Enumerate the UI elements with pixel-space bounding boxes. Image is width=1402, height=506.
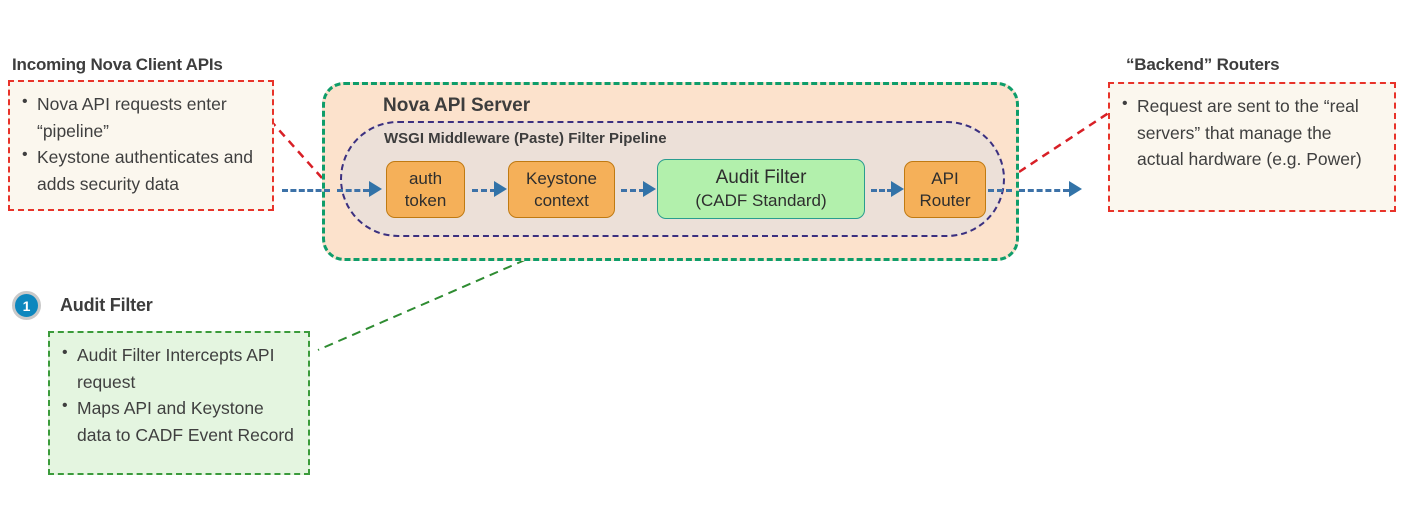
- callout-number-badge: 1: [12, 291, 41, 320]
- right-panel-callout: Request are sent to the “real servers” t…: [1108, 82, 1396, 212]
- left-panel-callout: Nova API requests enter “pipeline” Keyst…: [8, 80, 274, 211]
- filter-label-line2: Router: [919, 190, 971, 210]
- nova-api-server-title: Nova API Server: [383, 95, 531, 116]
- filter-box-auth-token[interactable]: auth token: [386, 161, 465, 218]
- right-panel-bullet-list: Request are sent to the “real servers” t…: [1120, 92, 1382, 173]
- right-panel-heading: “Backend” Routers: [1126, 55, 1280, 74]
- list-item: Maps API and Keystone data to CADF Event…: [60, 394, 296, 448]
- filter-label-line1: Audit Filter: [715, 166, 807, 188]
- wsgi-pipeline-title: WSGI Middleware (Paste) Filter Pipeline: [384, 130, 667, 147]
- connector-left-red: [269, 119, 323, 179]
- flow-arrow-3-segment: [871, 189, 893, 192]
- flow-arrow-in-segment-b: [337, 189, 369, 192]
- filter-label-line2: (CADF Standard): [695, 191, 827, 211]
- filter-box-audit-filter[interactable]: Audit Filter (CADF Standard): [657, 159, 865, 219]
- left-panel-heading: Incoming Nova Client APIs: [12, 55, 223, 74]
- filter-label-line2: token: [404, 190, 447, 210]
- list-item: Audit Filter Intercepts API request: [60, 341, 296, 395]
- flow-arrow-out-segment-a: [988, 189, 1012, 192]
- filter-box-api-router[interactable]: API Router: [904, 161, 986, 218]
- flow-arrow-1-head: [494, 181, 507, 197]
- left-panel-bullet-list: Nova API requests enter “pipeline” Keyst…: [20, 90, 260, 197]
- list-item: Keystone authenticates and adds security…: [20, 143, 260, 197]
- list-item: Request are sent to the “real servers” t…: [1120, 92, 1382, 173]
- flow-arrow-3-head: [891, 181, 904, 197]
- flow-arrow-2-head: [643, 181, 656, 197]
- flow-arrow-out-segment-b: [1019, 189, 1069, 192]
- connector-right-red: [1018, 110, 1111, 174]
- callout-one-box: Audit Filter Intercepts API request Maps…: [48, 331, 310, 475]
- flow-arrow-out-head: [1069, 181, 1082, 197]
- callout-one-bullet-list: Audit Filter Intercepts API request Maps…: [60, 341, 296, 448]
- flow-arrow-in-head: [369, 181, 382, 197]
- filter-label-line1: auth: [408, 168, 443, 188]
- filter-label-line1: API: [931, 168, 959, 188]
- flow-arrow-2-segment: [621, 189, 645, 192]
- flow-arrow-1-segment: [472, 189, 496, 192]
- filter-label-line2: context: [534, 190, 589, 210]
- filter-label-line1: Keystone: [526, 168, 597, 188]
- list-item: Nova API requests enter “pipeline”: [20, 90, 260, 144]
- flow-arrow-in-segment-a: [282, 189, 330, 192]
- filter-box-keystone-context[interactable]: Keystone context: [508, 161, 615, 218]
- callout-one-heading: Audit Filter: [60, 295, 153, 315]
